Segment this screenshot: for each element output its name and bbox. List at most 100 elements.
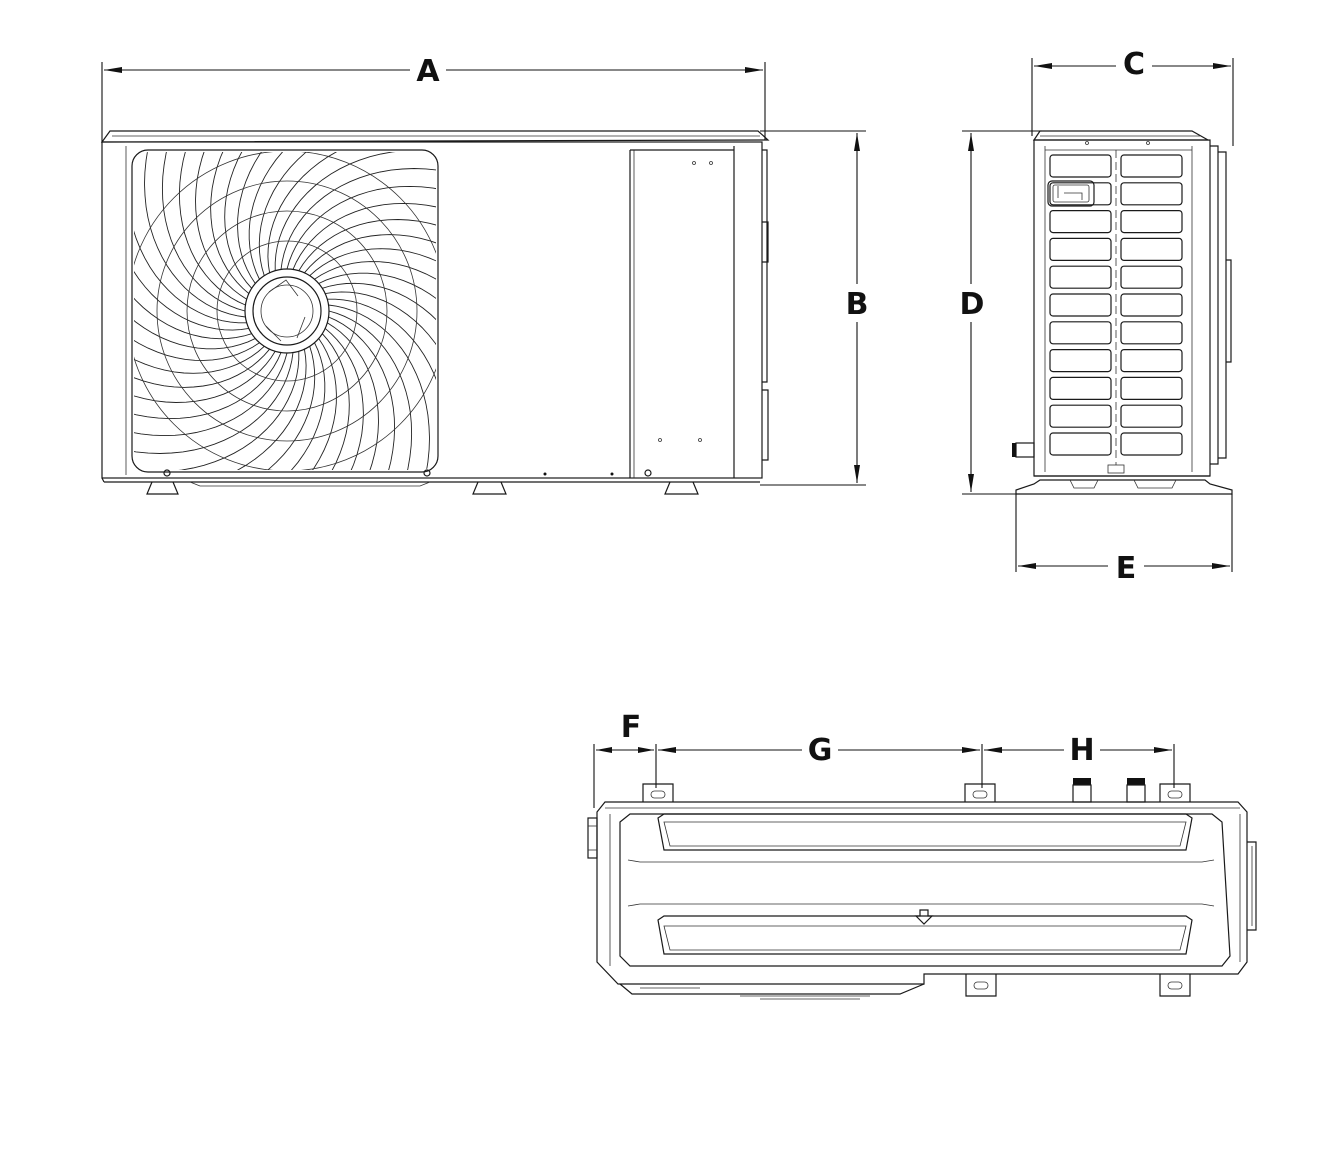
louvre-slat bbox=[1049, 321, 1112, 345]
fan-spoke bbox=[134, 224, 256, 350]
fan-spoke bbox=[263, 333, 350, 470]
louvre-slat bbox=[1120, 265, 1183, 289]
louvre-slat bbox=[1120, 432, 1183, 456]
louvre-slat bbox=[1049, 404, 1112, 428]
louvre-slat bbox=[1120, 293, 1183, 317]
fan-spoke bbox=[274, 152, 436, 271]
fan-spoke bbox=[327, 298, 436, 470]
fan-spoke bbox=[134, 152, 247, 324]
screw-icon bbox=[644, 469, 652, 477]
fan-spoke bbox=[134, 352, 288, 437]
louvre-slat bbox=[1049, 293, 1112, 317]
fan-spoke bbox=[318, 272, 436, 398]
fan-spoke bbox=[210, 152, 278, 294]
label-h: H bbox=[1069, 733, 1094, 768]
screw-icon bbox=[423, 469, 431, 477]
fan-ring bbox=[134, 152, 436, 470]
label-a: A bbox=[416, 54, 440, 89]
louvre-slat bbox=[1120, 210, 1183, 234]
fan-spoke bbox=[143, 349, 307, 470]
side-view bbox=[1012, 130, 1233, 495]
louvre-slat bbox=[1120, 182, 1183, 206]
fan-spoke bbox=[161, 152, 246, 312]
mounting-tab bbox=[1159, 783, 1191, 802]
fan-spoke bbox=[248, 152, 374, 280]
fan-spoke bbox=[237, 152, 343, 284]
top-view bbox=[587, 778, 1257, 1000]
foot-right bbox=[664, 481, 699, 495]
screw-icon bbox=[163, 469, 171, 477]
fan-spoke bbox=[314, 261, 436, 367]
dimension-lines bbox=[101, 58, 1234, 808]
louvre-slat bbox=[1049, 432, 1112, 456]
louvre-slat bbox=[1049, 265, 1112, 289]
fan-spoke bbox=[134, 320, 270, 388]
louvre-slat bbox=[1049, 349, 1112, 373]
louvre-slat bbox=[1120, 349, 1183, 373]
fan-hub bbox=[244, 268, 330, 354]
fan-spoke bbox=[327, 322, 379, 470]
fan-spoke bbox=[322, 282, 436, 428]
mounting-hole bbox=[1167, 981, 1183, 990]
mounting-hole bbox=[650, 790, 666, 799]
mounting-tab bbox=[965, 974, 997, 997]
louvre-slat bbox=[1049, 376, 1112, 400]
foot-mid bbox=[472, 481, 507, 495]
mounting-tab bbox=[964, 783, 996, 802]
dimension-c: C bbox=[1034, 46, 1231, 82]
fan-ring bbox=[216, 240, 358, 382]
dimension-e: E bbox=[1018, 548, 1230, 586]
fan-spoke bbox=[134, 352, 294, 454]
louvre-slat bbox=[1120, 404, 1183, 428]
louvre-slat bbox=[1120, 154, 1183, 178]
label-f: F bbox=[621, 710, 642, 745]
fan-ring bbox=[186, 210, 388, 412]
fan-spoke bbox=[134, 287, 265, 374]
fan-spoke bbox=[296, 328, 364, 470]
fan-spoke bbox=[178, 152, 246, 306]
foot-left bbox=[146, 481, 179, 495]
mounting-hole bbox=[972, 790, 988, 799]
mounting-hole bbox=[973, 981, 989, 990]
mounting-tab bbox=[642, 783, 674, 802]
fan-spoke bbox=[304, 234, 436, 302]
fan-spoke bbox=[328, 316, 396, 470]
fan-spoke bbox=[134, 351, 276, 403]
mounting-tab bbox=[1159, 974, 1191, 997]
louvre-slat bbox=[1120, 376, 1183, 400]
fan-spoke bbox=[134, 255, 260, 361]
direction-arrow-icon bbox=[914, 909, 934, 925]
louvre-slat bbox=[1049, 237, 1112, 261]
fan-spoke bbox=[170, 346, 316, 470]
label-b: B bbox=[846, 287, 869, 322]
label-e: E bbox=[1116, 551, 1137, 586]
fan-spoke bbox=[224, 152, 311, 289]
handle-icon bbox=[1047, 180, 1095, 207]
side-louvres bbox=[1049, 154, 1183, 456]
dimension-h: H bbox=[984, 732, 1172, 768]
fan-grille bbox=[131, 149, 439, 473]
front-view bbox=[100, 130, 770, 495]
fan-spoke bbox=[144, 152, 246, 318]
fan-spoke bbox=[134, 194, 252, 340]
label-c: C bbox=[1123, 47, 1145, 82]
fan-spoke bbox=[292, 202, 436, 270]
dimension-b: B bbox=[840, 133, 876, 483]
label-d: D bbox=[960, 287, 985, 322]
fan-spoke bbox=[298, 219, 436, 271]
fan-spoke bbox=[309, 248, 436, 335]
dimension-d: D bbox=[954, 133, 990, 492]
dimension-f: F bbox=[596, 710, 654, 753]
fan-spoke bbox=[328, 310, 413, 470]
fan-spoke bbox=[258, 152, 404, 276]
louvre-slat bbox=[1120, 237, 1183, 261]
fan-spoke bbox=[328, 304, 430, 470]
fan-spoke bbox=[134, 351, 300, 470]
fan-spoke bbox=[325, 291, 436, 455]
louvre-slat bbox=[1120, 321, 1183, 345]
fan-spoke bbox=[134, 352, 282, 420]
dimension-a: A bbox=[104, 52, 763, 89]
mounting-hole bbox=[1167, 790, 1183, 799]
dimension-g: G bbox=[658, 732, 980, 768]
